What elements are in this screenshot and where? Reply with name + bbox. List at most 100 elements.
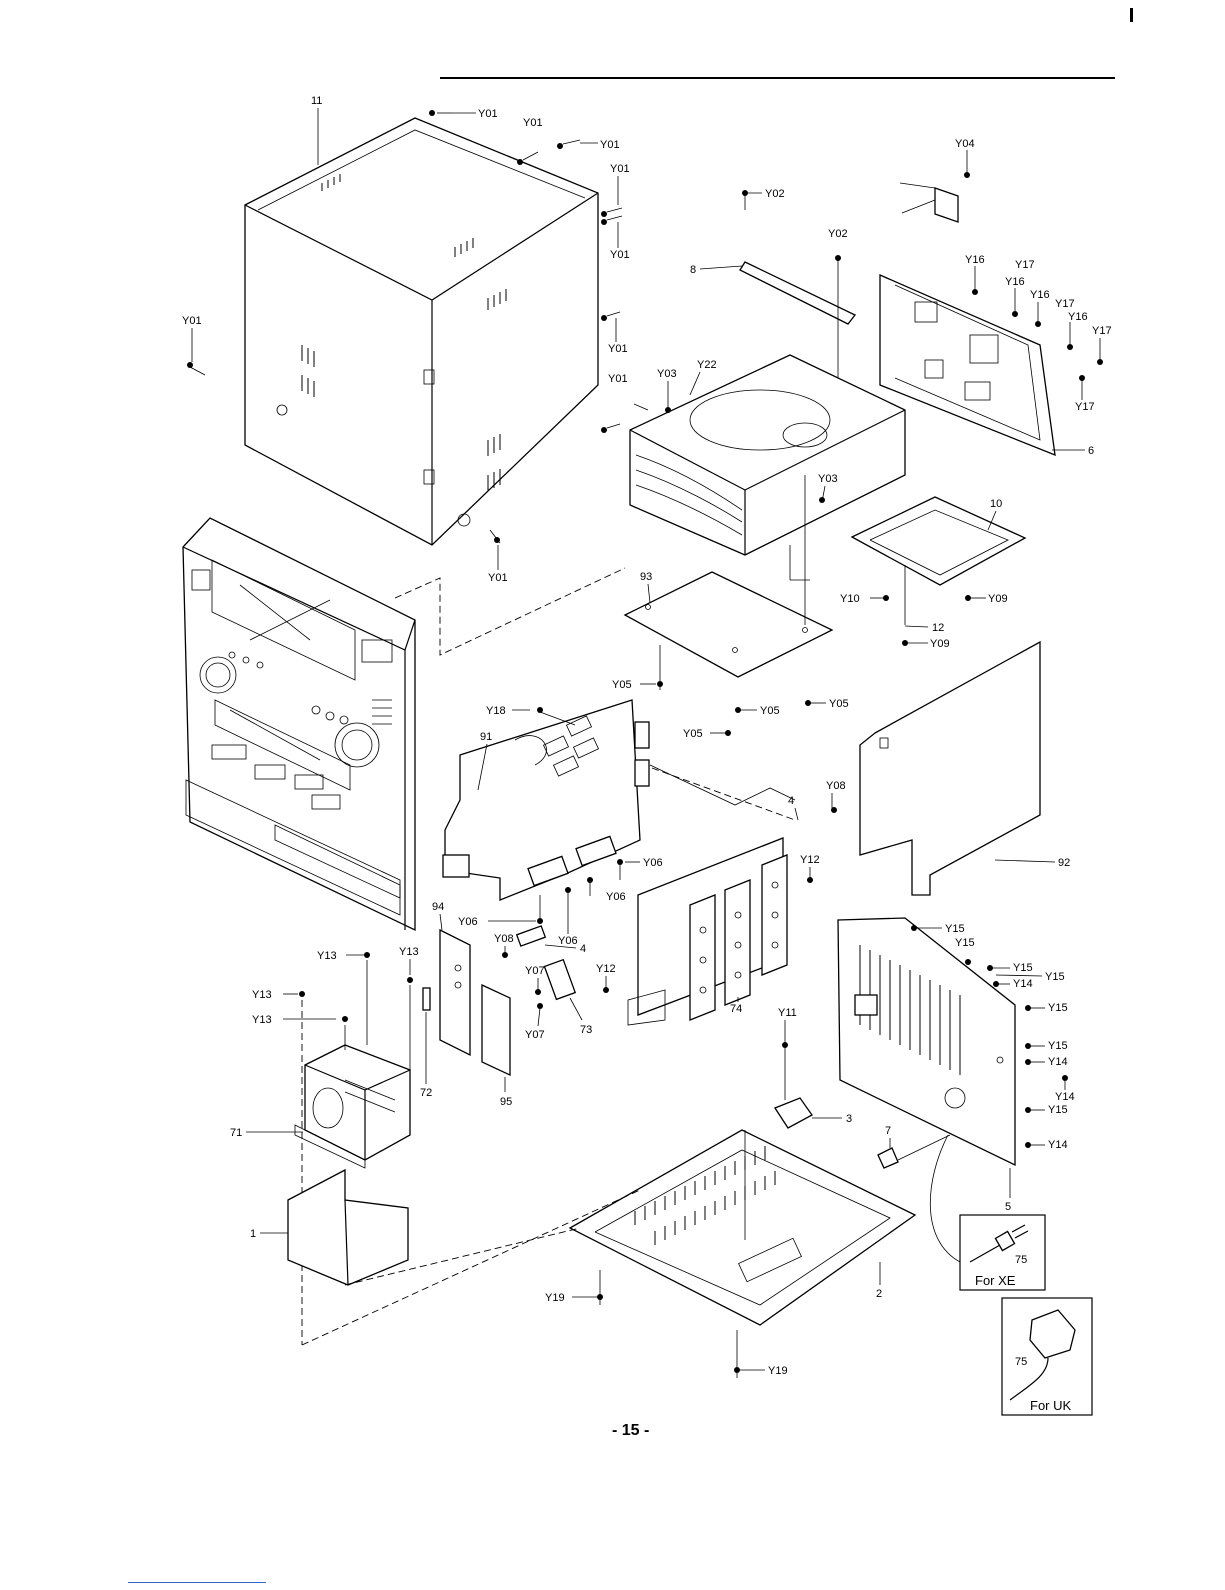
label-y04: Y04 <box>955 138 975 150</box>
label-y22: Y22 <box>697 359 717 371</box>
label-y12: Y12 <box>800 854 820 866</box>
callout-6: 6 <box>1088 445 1094 457</box>
side-board-92 <box>859 640 1041 896</box>
label-y17: Y17 <box>1055 298 1075 310</box>
label-y01: Y01 <box>610 163 630 175</box>
chassis-dashline <box>344 1227 581 1286</box>
label-y01: Y01 <box>600 139 620 151</box>
label-y15: Y15 <box>1013 962 1033 974</box>
footer-link-underline[interactable] <box>128 1582 266 1583</box>
callout-4: 4 <box>580 943 586 955</box>
connector-73 <box>543 958 577 1001</box>
label-y06: Y06 <box>643 857 663 869</box>
label-y13: Y13 <box>317 950 337 962</box>
bracket-y04 <box>899 150 968 223</box>
label-y01: Y01 <box>182 315 202 327</box>
label-y18: Y18 <box>486 705 506 717</box>
page-number: - 15 - <box>612 1422 650 1439</box>
label-y14: Y14 <box>1048 1056 1068 1068</box>
label-y19: Y19 <box>768 1365 788 1377</box>
callout-72: 72 <box>420 1087 432 1099</box>
callout-11: 11 <box>311 95 322 107</box>
callout-5: 5 <box>1005 1201 1011 1213</box>
label-y07: Y07 <box>525 1029 545 1041</box>
callout-10: 10 <box>990 498 1002 510</box>
callout-74: 74 <box>730 1003 742 1015</box>
label-y02: Y02 <box>765 188 785 200</box>
label-y13: Y13 <box>252 1014 272 1026</box>
callout-75: 75 <box>1015 1254 1027 1266</box>
label-y17: Y17 <box>1092 325 1112 337</box>
heatsink-bracket <box>627 837 788 1026</box>
label-y19: Y19 <box>545 1292 565 1304</box>
label-y15: Y15 <box>1048 1002 1068 1014</box>
label-y03: Y03 <box>657 368 677 380</box>
inset-xe-label: For XE <box>975 1273 1016 1288</box>
board-95 <box>481 983 511 1077</box>
transformer-cover-1 <box>287 1168 409 1286</box>
label-y15: Y15 <box>1048 1040 1068 1052</box>
callout-95: 95 <box>500 1096 512 1108</box>
label-y01: Y01 <box>523 117 543 129</box>
callout-94: 94 <box>432 901 444 913</box>
inset-xe-power-cord <box>959 1214 1046 1291</box>
label-y13: Y13 <box>399 946 419 958</box>
callout-2: 2 <box>876 1288 882 1300</box>
label-y17: Y17 <box>1015 259 1035 271</box>
screw-group-y01 <box>189 112 649 544</box>
label-y13: Y13 <box>252 989 272 1001</box>
label-y16: Y16 <box>1005 276 1025 288</box>
label-y08: Y08 <box>494 933 514 945</box>
connector-dashline <box>651 767 796 821</box>
callout-91: 91 <box>480 731 492 743</box>
callout-3: 3 <box>846 1113 852 1125</box>
rear-panel-board-6 <box>879 274 1056 457</box>
callout-1: 1 <box>250 1228 256 1240</box>
label-y01: Y01 <box>608 343 628 355</box>
label-y09: Y09 <box>930 638 950 650</box>
assembly-dashline <box>394 567 626 656</box>
label-y14: Y14 <box>1048 1139 1068 1151</box>
label-y08: Y08 <box>826 780 846 792</box>
label-y02: Y02 <box>828 228 848 240</box>
label-y05: Y05 <box>612 679 632 691</box>
label-y15: Y15 <box>1048 1104 1068 1116</box>
label-y10: Y10 <box>840 593 860 605</box>
callout-93: 93 <box>640 571 652 583</box>
label-y05: Y05 <box>829 698 849 710</box>
label-y15: Y15 <box>955 937 975 949</box>
label-y09: Y09 <box>988 593 1008 605</box>
label-y16: Y16 <box>965 254 985 266</box>
bracket-3 <box>774 1097 813 1129</box>
callout-12: 12 <box>932 622 944 634</box>
spacer-72 <box>422 987 431 1011</box>
label-y11: Y11 <box>778 1007 797 1019</box>
connector-4 <box>515 925 547 947</box>
bracket-10 <box>850 496 1027 586</box>
main-board-91 <box>442 699 650 901</box>
label-y14: Y14 <box>1013 978 1033 990</box>
label-y01: Y01 <box>478 108 498 120</box>
bottom-chassis-2 <box>568 1129 917 1326</box>
callout-8: 8 <box>690 264 696 276</box>
label-y05: Y05 <box>760 705 780 717</box>
label-y06: Y06 <box>558 935 578 947</box>
label-y12: Y12 <box>596 963 616 975</box>
callout-71: 71 <box>230 1127 242 1139</box>
label-y16: Y16 <box>1068 311 1088 323</box>
screw-markers <box>187 110 1103 1373</box>
label-y14: Y14 <box>1055 1091 1075 1103</box>
label-y07: Y07 <box>525 965 545 977</box>
callout-73: 73 <box>580 1024 592 1036</box>
cord-bushing-7 <box>877 1147 899 1169</box>
callout-92: 92 <box>1058 857 1070 869</box>
front-panel-assembly <box>182 517 416 932</box>
label-y01: Y01 <box>488 572 508 584</box>
label-y15: Y15 <box>945 923 965 935</box>
cd-changer-mechanism <box>629 354 906 556</box>
callout-4: 4 <box>788 795 794 807</box>
label-y01: Y01 <box>610 249 630 261</box>
label-y16: Y16 <box>1030 289 1050 301</box>
